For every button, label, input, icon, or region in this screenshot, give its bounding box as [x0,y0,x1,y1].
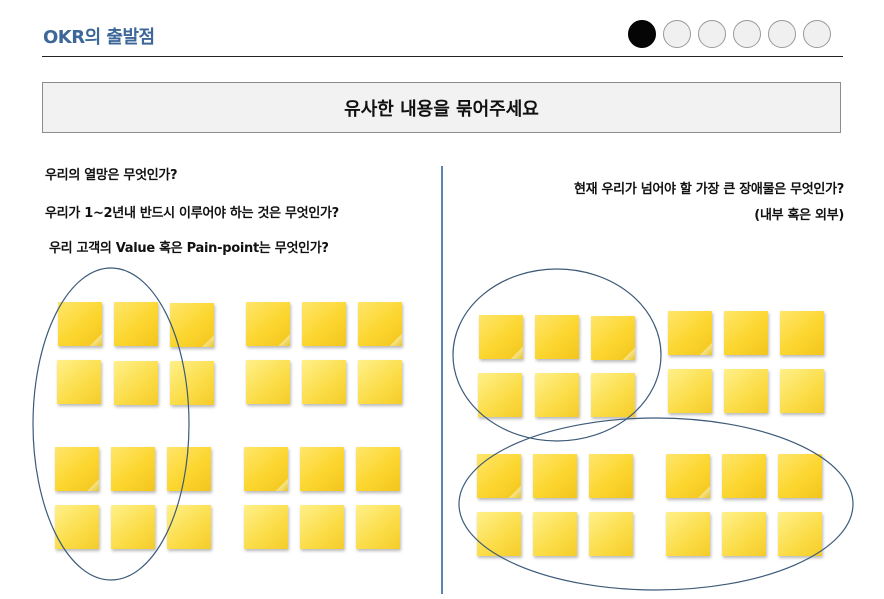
sticky-note[interactable] [111,447,155,491]
step-dot-4[interactable] [733,20,761,48]
group-oval-right-top[interactable] [452,268,662,442]
sticky-note[interactable] [167,447,211,491]
sticky-note[interactable] [535,315,579,359]
sticky-note[interactable] [302,302,346,346]
sticky-note[interactable] [722,512,766,556]
sticky-note[interactable] [724,311,768,355]
title-divider [42,56,843,57]
sticky-note[interactable] [724,369,768,413]
sticky-note[interactable] [300,505,344,549]
page-title: OKR의 출발점 [43,27,155,48]
step-dot-3[interactable] [698,20,726,48]
sticky-note[interactable] [666,454,710,498]
sticky-note[interactable] [591,316,635,360]
sticky-note[interactable] [478,373,522,417]
step-indicator [628,20,831,48]
right-question-2: (내부 혹은 외부) [754,208,844,223]
sticky-note[interactable] [302,360,346,404]
sticky-note[interactable] [57,360,101,404]
left-question-2: 우리가 1~2년내 반드시 이루어야 하는 것은 무엇인가? [45,206,339,221]
sticky-note[interactable] [668,311,712,355]
sticky-note[interactable] [246,302,290,346]
sticky-note[interactable] [533,454,577,498]
left-question-3: 우리 고객의 Value 혹은 Pain-point는 무엇인가? [49,241,329,256]
sticky-note[interactable] [722,454,766,498]
sticky-note[interactable] [55,447,99,491]
sticky-note[interactable] [356,505,400,549]
sticky-note[interactable] [778,454,822,498]
sticky-note[interactable] [300,447,344,491]
sticky-note[interactable] [55,505,99,549]
left-question-1: 우리의 열망은 무엇인가? [45,168,178,183]
sticky-note[interactable] [244,505,288,549]
sticky-note[interactable] [591,373,635,417]
sticky-note[interactable] [479,315,523,359]
sticky-note[interactable] [666,512,710,556]
step-dot-1[interactable] [628,20,656,48]
sticky-note[interactable] [167,505,211,549]
sticky-note[interactable] [170,303,214,347]
step-dot-6[interactable] [803,20,831,48]
step-dot-5[interactable] [768,20,796,48]
sticky-note[interactable] [589,512,633,556]
sticky-note[interactable] [170,361,214,405]
step-dot-2[interactable] [663,20,691,48]
sticky-note[interactable] [358,360,402,404]
sticky-note[interactable] [668,369,712,413]
sticky-note[interactable] [111,505,155,549]
instruction-banner: 유사한 내용을 묶어주세요 [42,82,841,133]
column-divider [441,166,443,594]
sticky-note[interactable] [114,302,158,346]
sticky-note[interactable] [58,302,102,346]
sticky-note[interactable] [778,512,822,556]
right-question-1: 현재 우리가 넘어야 할 가장 큰 장애물은 무엇인가? [573,182,844,197]
sticky-note[interactable] [114,361,158,405]
sticky-note[interactable] [535,373,579,417]
sticky-note[interactable] [533,512,577,556]
sticky-note[interactable] [244,447,288,491]
sticky-note[interactable] [780,311,824,355]
sticky-note[interactable] [246,360,290,404]
sticky-note[interactable] [780,369,824,413]
group-oval-right-bottom[interactable] [458,417,854,591]
sticky-note[interactable] [589,454,633,498]
sticky-note[interactable] [358,302,402,346]
group-oval-left[interactable] [32,267,190,581]
sticky-note[interactable] [356,447,400,491]
sticky-note[interactable] [477,512,521,556]
